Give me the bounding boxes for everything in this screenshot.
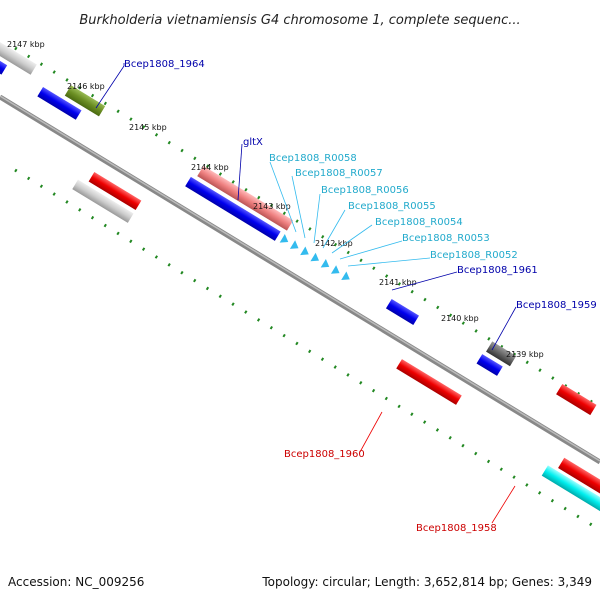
trna-r0056[interactable] xyxy=(300,246,311,259)
trna-cluster xyxy=(279,234,352,283)
trna-r0058[interactable] xyxy=(279,234,291,246)
gene-feature-red-top-right xyxy=(556,384,597,416)
tick-label-2147: 2147 kbp xyxy=(7,40,45,49)
trna-r0052[interactable] xyxy=(341,271,352,283)
gene-feature-gltx[interactable] xyxy=(197,165,294,231)
tick-label-2142: 2142 kbp xyxy=(315,239,353,248)
label-bcep1808-1958[interactable]: Bcep1808_1958 xyxy=(416,523,497,534)
gene-feature-gray-1 xyxy=(0,20,37,75)
label-bcep1808-r0053[interactable]: Bcep1808_R0053 xyxy=(402,233,490,244)
gene-feature-blue-5 xyxy=(476,354,503,376)
tick-label-2146: 2146 kbp xyxy=(67,82,105,91)
label-bcep1808-1960[interactable]: Bcep1808_1960 xyxy=(284,449,365,460)
label-bcep1808-r0057[interactable]: Bcep1808_R0057 xyxy=(295,168,383,179)
tick-label-2144: 2144 kbp xyxy=(191,163,229,172)
tick-label-2141: 2141 kbp xyxy=(379,278,417,287)
callout-lines xyxy=(95,63,517,524)
label-gltx[interactable]: gltX xyxy=(243,137,263,148)
label-bcep1808-r0058[interactable]: Bcep1808_R0058 xyxy=(269,153,357,164)
gene-feature-blue-3 xyxy=(185,176,281,241)
tick-label-2140: 2140 kbp xyxy=(441,314,479,323)
accession-text: Accession: NC_009256 xyxy=(8,575,144,589)
tick-label-2143: 2143 kbp xyxy=(253,202,291,211)
gene-feature-bcep1808-1961[interactable] xyxy=(385,298,420,326)
outer-tick-track xyxy=(14,46,600,409)
label-bcep1808-r0056[interactable]: Bcep1808_R0056 xyxy=(321,185,409,196)
map-title: Burkholderia vietnamiensis G4 chromosome… xyxy=(79,13,520,28)
gene-feature-bcep1808-1958[interactable] xyxy=(558,457,600,533)
tick-label-2145: 2145 kbp xyxy=(129,123,167,132)
gene-feature-gray-2 xyxy=(72,179,134,223)
gene-feature-bcep1808-1960[interactable] xyxy=(396,359,462,405)
label-bcep1808-r0052[interactable]: Bcep1808_R0052 xyxy=(430,250,518,261)
label-bcep1808-1964[interactable]: Bcep1808_1964 xyxy=(124,59,205,70)
trna-r0055[interactable] xyxy=(310,252,321,265)
trna-r0057[interactable] xyxy=(289,240,301,252)
tick-label-2139: 2139 kbp xyxy=(506,350,544,359)
backbone-line xyxy=(0,94,600,465)
label-bcep1808-1961[interactable]: Bcep1808_1961 xyxy=(457,265,538,276)
label-bcep1808-r0055[interactable]: Bcep1808_R0055 xyxy=(348,201,436,212)
genome-stats-text: Topology: circular; Length: 3,652,814 bp… xyxy=(261,575,592,589)
trna-r0053[interactable] xyxy=(330,265,342,277)
backbone-highlight xyxy=(0,95,600,462)
label-bcep1808-r0054[interactable]: Bcep1808_R0054 xyxy=(375,217,463,228)
gene-feature-red-left xyxy=(88,172,142,211)
trna-r0054[interactable] xyxy=(320,258,332,271)
label-bcep1808-1959[interactable]: Bcep1808_1959 xyxy=(516,300,597,311)
gene-feature-blue-2 xyxy=(37,87,82,120)
gene-feature-bcep1808-1964[interactable] xyxy=(64,85,106,117)
gene-feature-cyan xyxy=(541,465,600,544)
